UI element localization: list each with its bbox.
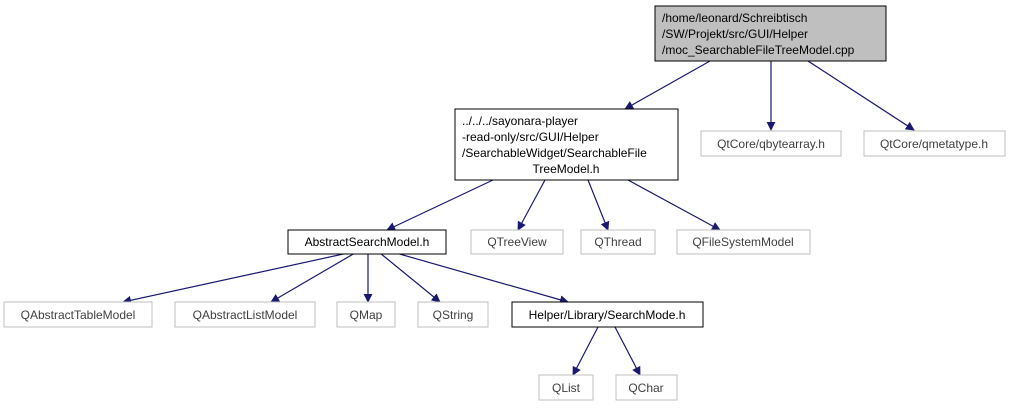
node-label-line: /SearchableWidget/SearchableFile (462, 146, 647, 160)
node-qthread: QThread (580, 229, 656, 255)
edge-root-to-searchable-file-tree-model (624, 60, 711, 110)
node-label-line: /home/leonard/Schreibtisch (662, 11, 807, 25)
node-qfilesystemmodel: QFileSystemModel (676, 229, 811, 255)
node-label: QChar (628, 381, 663, 395)
node-qtreeview: QTreeView (470, 229, 564, 255)
node-label-line: /moc_SearchableFileTreeModel.cpp (662, 43, 855, 57)
node-label: AbstractSearchModel.h (305, 235, 430, 249)
node-label-line: TreeModel.h (533, 162, 600, 176)
node-label: QMap (350, 308, 383, 322)
edge-root-to-qmetatype (807, 60, 915, 131)
node-label: QString (433, 308, 474, 322)
edge-searchable-to-abstract-search-model (386, 179, 494, 231)
edge-searchable-to-qthread (587, 179, 610, 231)
node-label-line: -read-only/src/GUI/Helper (462, 130, 599, 144)
node-label: QAbstractListModel (193, 308, 298, 322)
node-abstract-search-model-h[interactable]: AbstractSearchModel.h (287, 229, 447, 255)
edge-searchable-to-qfilesystemmodel (627, 179, 721, 231)
node-qstring: QString (417, 301, 489, 328)
node-label: Helper/Library/SearchMode.h (529, 308, 686, 322)
node-qtcore-qbytearray-h: QtCore/qbytearray.h (700, 130, 842, 157)
node-qlist: QList (538, 374, 594, 401)
node-label: QtCore/qmetatype.h (880, 137, 988, 151)
node-qabstracttablemodel: QAbstractTableModel (3, 301, 153, 328)
edge-abstract-to-qabstractlistmodel (270, 252, 356, 303)
edge-search-mode-to-qlist (572, 326, 599, 376)
node-label: QList (552, 381, 581, 395)
edge-searchable-to-qtreeview (517, 179, 546, 231)
node-helper-library-search-mode-h[interactable]: Helper/Library/SearchMode.h (511, 301, 704, 328)
edge-abstract-to-qstring (379, 252, 441, 303)
node-label: QThread (594, 235, 641, 249)
node-label-line: /SW/Projekt/src/GUI/Helper (662, 27, 808, 41)
node-label: QAbstractTableModel (21, 308, 136, 322)
node-label: QFileSystemModel (692, 235, 793, 249)
edge-abstract-to-search-mode (395, 252, 569, 305)
edge-search-mode-to-qchar (614, 326, 641, 376)
node-label: QTreeView (487, 235, 547, 249)
edges (122, 60, 915, 376)
node-label: QtCore/qbytearray.h (717, 137, 825, 151)
node-qabstractlistmodel: QAbstractListModel (174, 301, 316, 328)
node-qchar: QChar (615, 374, 678, 401)
node-searchable-file-tree-model-h[interactable]: ../../../sayonara-player -read-only/src/… (454, 108, 679, 181)
node-moc-searchable-file-tree-model-cpp: /home/leonard/Schreibtisch /SW/Projekt/s… (654, 5, 887, 62)
node-qmap: QMap (336, 301, 396, 328)
nodes: /home/leonard/Schreibtisch /SW/Projekt/s… (3, 5, 1006, 401)
edge-abstract-to-qabstracttablemodel (122, 252, 349, 305)
node-label-line: ../../../sayonara-player (462, 114, 578, 128)
node-qtcore-qmetatype-h: QtCore/qmetatype.h (863, 130, 1006, 157)
